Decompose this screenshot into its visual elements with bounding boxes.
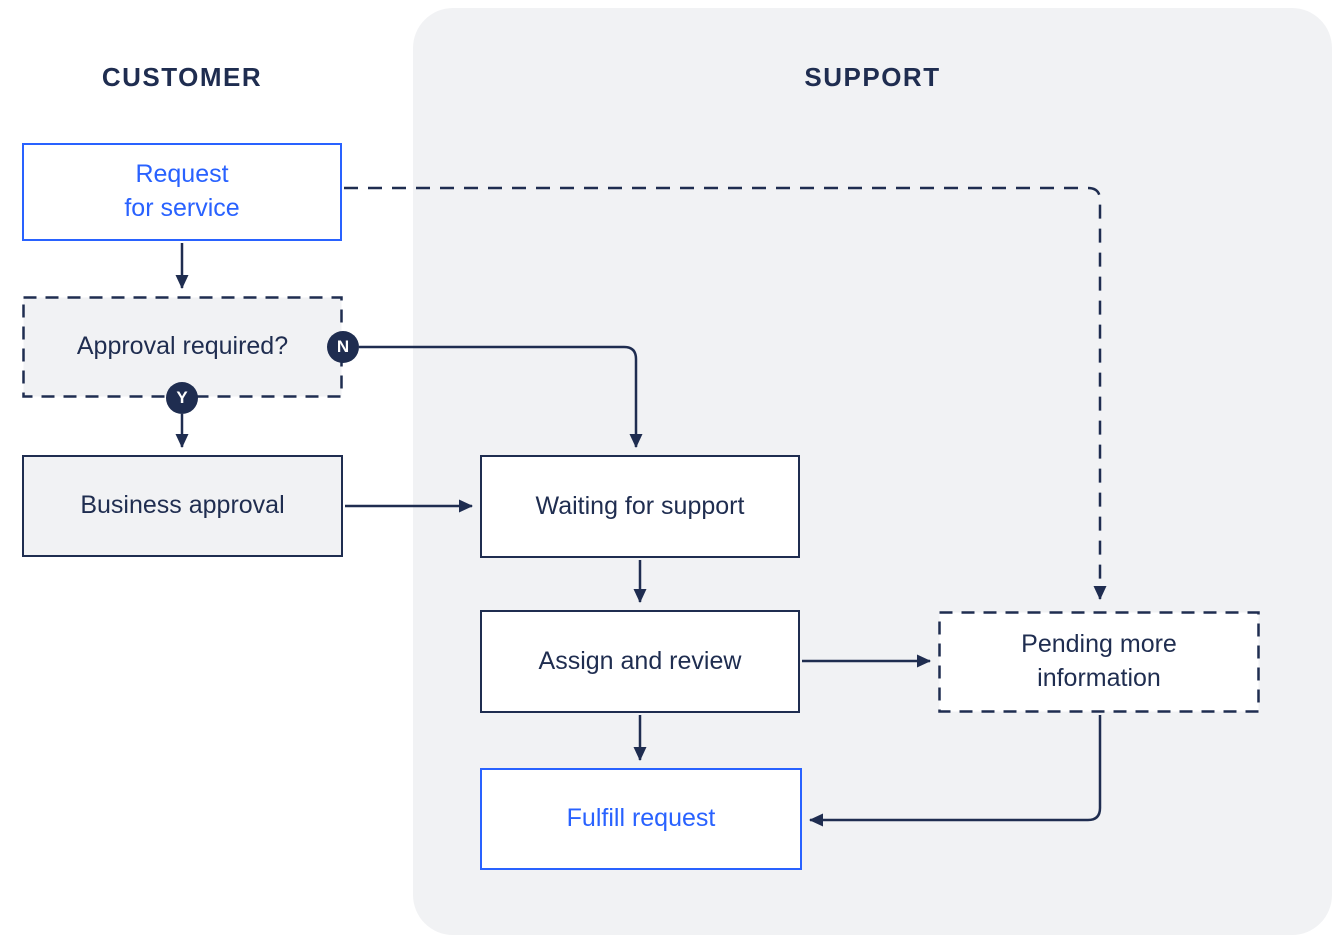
node-pending-more-information: Pending more information: [1021, 630, 1177, 692]
node-waiting-for-support: Waiting for support: [480, 455, 800, 558]
node-assign-and-review: Assign and review: [480, 610, 800, 713]
decision-badge-no: N: [327, 331, 359, 363]
node-request-for-service: Request for service: [22, 143, 342, 241]
node-fulfill-request: Fulfill request: [480, 768, 802, 870]
lane-heading-support: SUPPORT: [804, 62, 941, 92]
node-approval-required: Approval required?: [76, 332, 289, 361]
lane-heading-customer: CUSTOMER: [101, 62, 263, 92]
decision-badge-yes: Y: [166, 382, 198, 414]
node-business-approval: Business approval: [22, 455, 343, 557]
